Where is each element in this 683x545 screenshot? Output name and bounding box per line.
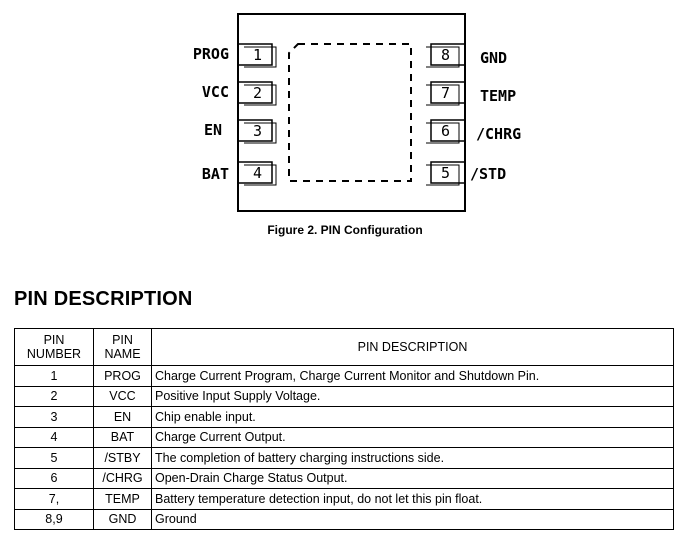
pin-number-cell: 1: [14, 365, 94, 387]
right-pin-8: 8 GND: [426, 43, 507, 68]
pin-description-table: PIN NUMBER PIN NAME PIN DESCRIPTION 1 PR…: [14, 328, 674, 530]
pin-number-cell: 5: [14, 447, 94, 469]
pin-label: VCC: [202, 83, 229, 101]
table-row: 5 /STBY The completion of battery chargi…: [14, 447, 674, 469]
header-pin-description: PIN DESCRIPTION: [151, 328, 674, 366]
right-pin-6: 6 /CHRG: [426, 119, 521, 144]
pin-number-cell: 7,: [14, 488, 94, 510]
left-pin-1: 1 PROG: [193, 43, 277, 68]
pin-label: EN: [204, 121, 222, 139]
pin-name-cell: /STBY: [93, 447, 152, 469]
pin-number-cell: 2: [14, 385, 94, 407]
header-text: NUMBER: [26, 347, 82, 361]
right-pin-5: 5 /STD: [426, 161, 506, 186]
pin-label: /CHRG: [476, 125, 521, 143]
pin-number: 1: [253, 46, 262, 64]
table-row: 8,9 GND Ground: [14, 508, 674, 530]
pin-number: 8: [441, 46, 450, 64]
pin-label: PROG: [193, 45, 229, 63]
table-row: 3 EN Chip enable input.: [14, 406, 674, 428]
pin-name-cell: VCC: [93, 385, 152, 407]
pin-name-cell: GND: [93, 508, 152, 530]
header-pin-number: PIN NUMBER: [14, 328, 94, 366]
pin-number: 6: [441, 122, 450, 140]
pin-number-cell: 4: [14, 426, 94, 448]
package-outline: [237, 13, 466, 212]
pin-number: 7: [441, 84, 450, 102]
pin-description-cell: Chip enable input.: [151, 406, 674, 428]
pin-name-cell: BAT: [93, 426, 152, 448]
pin-number: 3: [253, 122, 262, 140]
left-pin-2: 2 VCC: [202, 81, 277, 106]
pin-description-cell: Open-Drain Charge Status Output.: [151, 467, 674, 489]
pin-label: TEMP: [480, 87, 516, 105]
pin-number: 5: [441, 164, 450, 182]
pin-label: /STD: [470, 165, 506, 183]
table-row: 6 /CHRG Open-Drain Charge Status Output.: [14, 467, 674, 489]
pin-label: GND: [480, 49, 507, 67]
pin-number: 4: [253, 164, 262, 182]
left-pin-4: 4 BAT: [202, 161, 277, 186]
pin-configuration-diagram: 1 PROG 2 VCC 3 EN 4 BAT 8 GND 7 TEMP 6 /…: [193, 13, 521, 212]
pin-name-cell: EN: [93, 406, 152, 428]
table-row: 7, TEMP Battery temperature detection in…: [14, 488, 674, 510]
pin-name-cell: PROG: [93, 365, 152, 387]
right-pin-7: 7 TEMP: [426, 81, 516, 106]
pin-description-cell: Charge Current Program, Charge Current M…: [151, 365, 674, 387]
pin-number-cell: 3: [14, 406, 94, 428]
table-header-row: PIN NUMBER PIN NAME PIN DESCRIPTION: [14, 328, 674, 366]
left-pin-3: 3 EN: [204, 119, 277, 144]
pin-number-cell: 6: [14, 467, 94, 489]
table-row: 1 PROG Charge Current Program, Charge Cu…: [14, 365, 674, 387]
pin-description-cell: Positive Input Supply Voltage.: [151, 385, 674, 407]
table-row: 4 BAT Charge Current Output.: [14, 426, 674, 448]
pin-name-cell: TEMP: [93, 488, 152, 510]
table-row: 2 VCC Positive Input Supply Voltage.: [14, 385, 674, 407]
pin-label: BAT: [202, 165, 229, 183]
header-pin-name: PIN NAME: [93, 328, 152, 366]
pin-number: 2: [253, 84, 262, 102]
pin-description-cell: The completion of battery charging instr…: [151, 447, 674, 469]
header-text: PIN: [112, 333, 133, 347]
exposed-pad-outline: [288, 43, 412, 182]
header-text: NAME: [104, 347, 141, 361]
section-title: PIN DESCRIPTION: [14, 288, 193, 310]
pin-name-cell: /CHRG: [93, 467, 152, 489]
pin-description-cell: Ground: [151, 508, 674, 530]
pin-number-cell: 8,9: [14, 508, 94, 530]
header-text: PIN: [43, 333, 65, 347]
figure-caption: Figure 2. PIN Configuration: [267, 223, 423, 237]
pin-description-cell: Charge Current Output.: [151, 426, 674, 448]
pin-description-cell: Battery temperature detection input, do …: [151, 488, 674, 510]
